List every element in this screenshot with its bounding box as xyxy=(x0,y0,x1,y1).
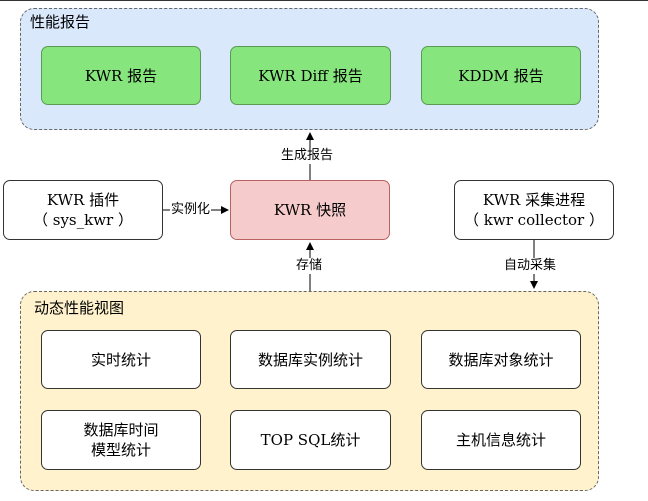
kwr-collector-line1: KWR 采集进程 xyxy=(482,191,586,209)
kwr-diff-report-box[interactable]: KWR Diff 报告 xyxy=(230,46,391,105)
kwr-plugin-box[interactable]: KWR 插件 （ sys_kwr ） xyxy=(3,180,163,240)
label-instantiate: 实例化 xyxy=(170,202,212,218)
view-host-info-stats[interactable]: 主机信息统计 xyxy=(421,410,581,470)
kwr-collector-line2: （ kwr collector ） xyxy=(464,211,604,229)
label-storage: 存储 xyxy=(295,258,324,274)
top-border-line xyxy=(0,0,648,1)
kwr-report-box[interactable]: KWR 报告 xyxy=(41,46,201,105)
kwr-plugin-line1: KWR 插件 xyxy=(46,191,120,209)
view-db-instance-stats[interactable]: 数据库实例统计 xyxy=(230,330,391,389)
view-realtime-stats[interactable]: 实时统计 xyxy=(41,330,201,389)
view-db-time-model-stats[interactable]: 数据库时间 模型统计 xyxy=(41,410,201,470)
view-top-sql-stats[interactable]: TOP SQL统计 xyxy=(230,410,391,470)
view-db-object-stats[interactable]: 数据库对象统计 xyxy=(421,330,581,389)
perf-report-title: 性能报告 xyxy=(30,13,91,31)
dynamic-views-title: 动态性能视图 xyxy=(34,299,125,317)
kwr-collector-box[interactable]: KWR 采集进程 （ kwr collector ） xyxy=(454,180,614,240)
kddm-report-box[interactable]: KDDM 报告 xyxy=(421,46,581,105)
label-generate-report: 生成报告 xyxy=(280,148,335,164)
kwr-snapshot-box[interactable]: KWR 快照 xyxy=(230,180,390,240)
kwr-plugin-line2: （ sys_kwr ） xyxy=(32,211,133,229)
label-auto-collect: 自动采集 xyxy=(503,258,558,274)
